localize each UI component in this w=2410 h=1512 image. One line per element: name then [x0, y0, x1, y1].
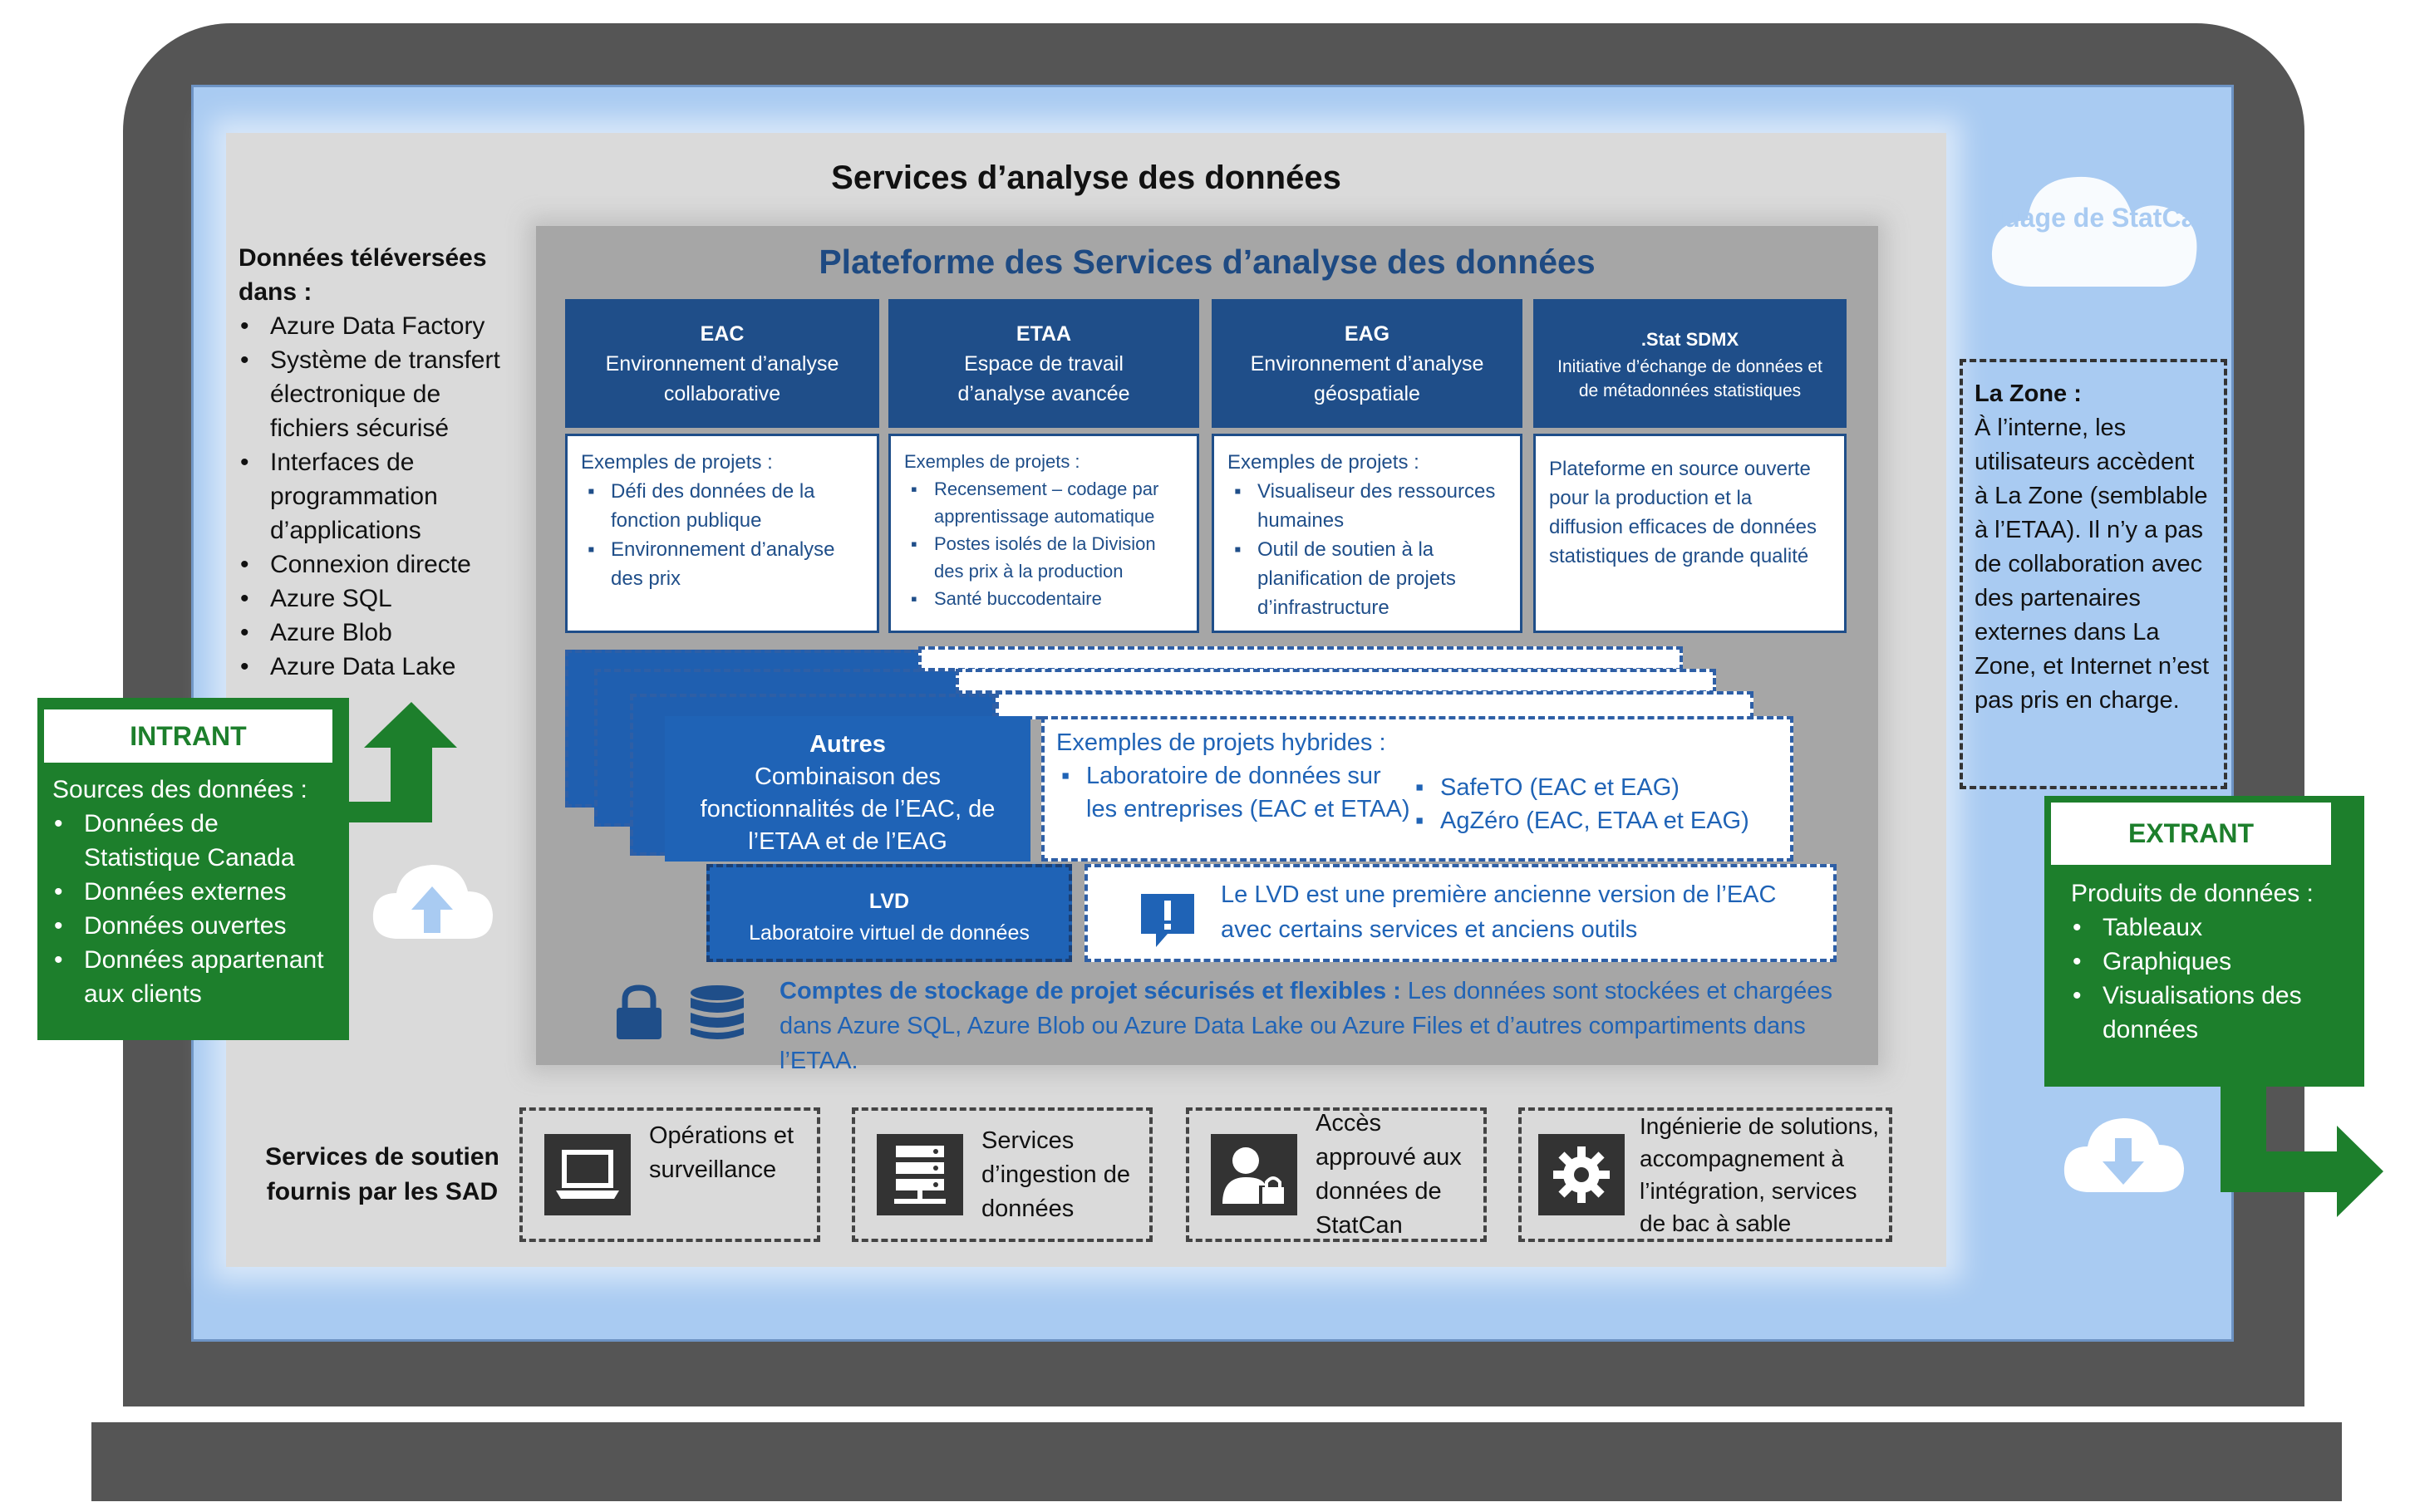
- output-label: EXTRANT: [2051, 803, 2331, 865]
- stack-layer: [996, 691, 1753, 719]
- storage-text: Comptes de stockage de projet sécurisés …: [780, 974, 1860, 1078]
- env-card-eag: Exemples de projets : Visualiseur des re…: [1212, 434, 1522, 633]
- env-code: EAC: [700, 322, 745, 346]
- lvd-code: LVD: [868, 890, 910, 913]
- lvd-note-text: Le LVD est une première ancienne version…: [1221, 881, 1777, 943]
- hybrid-heading: Exemples de projets hybrides :: [1056, 729, 1386, 756]
- uploaded-heading: Données téléversées dans :: [239, 244, 487, 306]
- sdmx-description: Plateforme en source ouverte pour la pro…: [1549, 458, 1817, 567]
- hybrid-item: Laboratoire de données sur les entrepris…: [1086, 763, 1410, 822]
- input-heading: Sources des données :: [52, 776, 307, 803]
- output-item: Visualisations des données: [2073, 979, 2346, 1047]
- support-service-access: Accès approuvé aux données de StatCan: [1186, 1107, 1487, 1242]
- hybrid-item: SafeTO (EAC et EAG): [1440, 774, 1680, 801]
- zone-text: À l’interne, les utilisateurs accèdent à…: [1975, 415, 2210, 714]
- zone-heading: La Zone :: [1975, 380, 2082, 407]
- uploaded-item: Azure Blob: [240, 616, 521, 650]
- env-code: ETAA: [1016, 322, 1072, 346]
- example-item: Santé buccodentaire: [911, 585, 1183, 612]
- input-item: Données ouvertes: [54, 909, 334, 943]
- examples-heading: Exemples de projets :: [1227, 451, 1419, 474]
- support-item-label: Services d’ingestion de données: [981, 1127, 1130, 1222]
- example-item: Visualiseur des ressources humaines: [1234, 477, 1507, 535]
- input-item: Données externes: [54, 875, 334, 909]
- platform-title: Plateforme des Services d’analyse des do…: [819, 243, 1596, 281]
- examples-heading: Exemples de projets :: [904, 451, 1080, 472]
- gear-icon: [1538, 1134, 1625, 1215]
- env-card-stat-sdmx: Plateforme en source ouverte pour la pro…: [1533, 434, 1847, 633]
- input-item: Données appartenant aux clients: [54, 943, 334, 1011]
- env-header-stat-sdmx: .Stat SDMX Initiative d’échange de donné…: [1533, 299, 1847, 428]
- env-header-eac: EAC Environnement d’analyse collaborativ…: [565, 299, 879, 428]
- cloud-download-icon: [2063, 1118, 2184, 1192]
- env-header-etaa: ETAA Espace de travail d’analyse avancée: [888, 299, 1199, 428]
- autres-text: Combinaison des fonctionnalités de l’EAC…: [700, 763, 996, 855]
- env-card-eac: Exemples de projets : Défi des données d…: [565, 434, 879, 633]
- example-item: Outil de soutien à la planification de p…: [1234, 535, 1507, 622]
- lock-icon: [617, 984, 662, 1039]
- database-icon: [691, 985, 744, 1039]
- cloud-upload-icon: [372, 865, 493, 939]
- output-box: EXTRANT Produits de données : Tableaux G…: [2044, 796, 2364, 1087]
- laptop-icon: [544, 1134, 631, 1215]
- storage-bold: Comptes de stockage de projet sécurisés …: [780, 978, 1401, 1004]
- env-name: Environnement d’analyse collaborative: [605, 351, 839, 405]
- uploaded-item: Interfaces de programmation d’applicatio…: [240, 445, 521, 547]
- la-zone-box: La Zone : À l’interne, les utilisateurs …: [1960, 359, 2227, 789]
- input-label: INTRANT: [44, 709, 332, 763]
- example-item: Recensement – codage par apprentissage a…: [911, 475, 1183, 530]
- storage-detail: Les données sont stockées et chargées da…: [780, 978, 1832, 1074]
- alert-message-icon: [1141, 894, 1194, 947]
- output-item: Tableaux: [2073, 911, 2346, 945]
- support-item-label: Accès approuvé aux données de StatCan: [1316, 1110, 1462, 1239]
- example-item: Postes isolés de la Division des prix à …: [911, 530, 1183, 585]
- uploaded-item: Azure Data Lake: [240, 650, 521, 684]
- lvd-box: LVD Laboratoire virtuel de données: [706, 864, 1072, 962]
- uploaded-item: Azure Data Factory: [240, 309, 521, 343]
- support-item-label: Opérations et surveillance: [649, 1122, 794, 1183]
- env-name: Initiative d’échange de données et de mé…: [1557, 356, 1822, 400]
- cloud-label: Nuage de StatCan: [1985, 203, 2212, 233]
- output-item: Graphiques: [2073, 945, 2346, 979]
- hybrid-projects-box: Exemples de projets hybrides : ▪ Laborat…: [1041, 716, 1793, 862]
- diagram-title: Services d’analyse des données: [831, 160, 1341, 196]
- support-label: Services de soutien fournis par les SAD: [265, 1143, 499, 1205]
- env-name: Espace de travail d’analyse avancée: [957, 351, 1130, 405]
- input-arrow-icon: [341, 702, 457, 822]
- env-header-eag: EAG Environnement d’analyse géospatiale: [1212, 299, 1522, 428]
- user-lock-icon: [1211, 1134, 1297, 1215]
- stack-layer: [956, 669, 1716, 694]
- input-item: Données de Statistique Canada: [54, 807, 334, 875]
- output-heading: Produits de données :: [2071, 880, 2314, 907]
- env-name: Environnement d’analyse géospatiale: [1250, 351, 1484, 405]
- output-arrow-icon: [2221, 1080, 2383, 1217]
- support-service-ingestion: Services d’ingestion de données: [852, 1107, 1153, 1242]
- uploaded-item: Système de transfert électronique de fic…: [240, 343, 521, 445]
- lvd-note-box: Le LVD est une première ancienne version…: [1084, 864, 1837, 962]
- input-box: INTRANT Sources des données : Données de…: [37, 698, 349, 1040]
- hybrid-item: AgZéro (EAC, ETAA et EAG): [1440, 808, 1749, 834]
- uploaded-item: Connexion directe: [240, 547, 521, 582]
- env-code: .Stat SDMX: [1640, 328, 1739, 350]
- support-service-operations: Opérations et surveillance: [519, 1107, 820, 1242]
- uploaded-item: Azure SQL: [240, 582, 521, 616]
- stack-layer: [918, 646, 1683, 671]
- support-item-label: Ingénierie de solutions, accompagnement …: [1640, 1113, 1879, 1236]
- example-item: Défi des données de la fonction publique: [588, 477, 863, 535]
- lvd-name: Laboratoire virtuel de données: [749, 921, 1030, 945]
- server-icon: [877, 1134, 963, 1215]
- laptop-base: [91, 1422, 2342, 1501]
- cloud-icon: [1991, 176, 2197, 287]
- env-code: EAG: [1344, 322, 1390, 346]
- autres-box: Autres Combinaison des fonctionnalités d…: [665, 716, 1030, 862]
- autres-title: Autres: [809, 731, 886, 758]
- example-item: Environnement d’analyse des prix: [588, 535, 863, 593]
- support-service-engineering: Ingénierie de solutions, accompagnement …: [1518, 1107, 1892, 1242]
- examples-heading: Exemples de projets :: [581, 451, 773, 474]
- uploaded-data-list: Données téléversées dans : Azure Data Fa…: [239, 241, 521, 684]
- env-card-etaa: Exemples de projets : Recensement – coda…: [888, 434, 1199, 633]
